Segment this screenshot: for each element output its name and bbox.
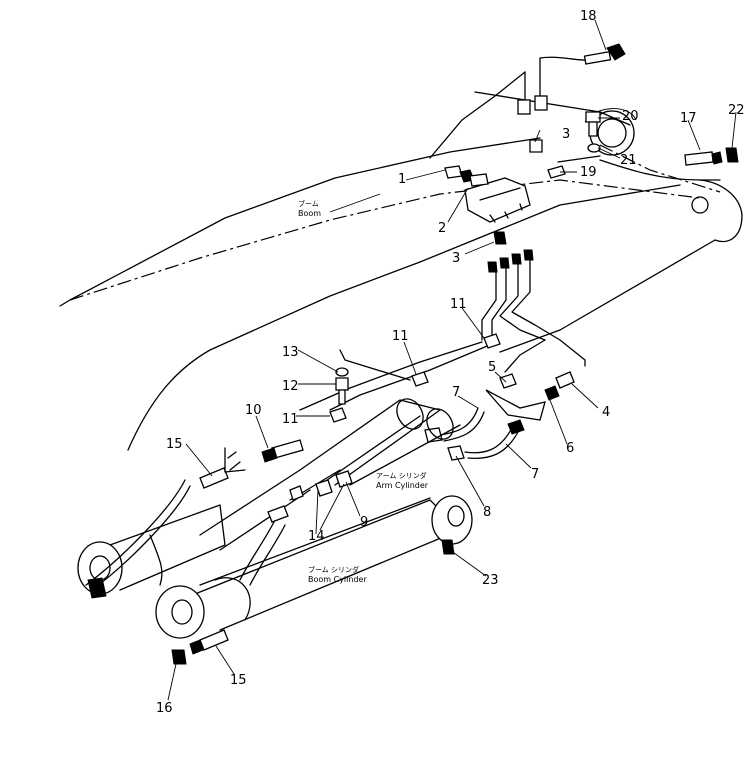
callout-19: 19: [580, 165, 597, 180]
callout-10: 10: [245, 403, 262, 418]
callout-9: 9: [360, 515, 368, 530]
svg-text:ブーム シリンダ: ブーム シリンダ: [308, 565, 359, 574]
boom-centerline-2: [599, 144, 721, 193]
callout-12: 12: [282, 379, 299, 394]
hose-bundle: [299, 249, 586, 411]
callout-11c: 11: [282, 412, 299, 427]
callout-7a: 7: [452, 385, 460, 400]
fitting-10: [261, 439, 304, 463]
boom-label: ブーム Boom: [298, 193, 381, 218]
callout-13: 13: [282, 345, 299, 360]
callout-11a: 11: [450, 297, 467, 312]
callout-numbers: 1 2 3 3 4 5 6 7 7 8 9 10 11 11 11 12 13 …: [156, 9, 745, 716]
pin-assembly-17-22: [684, 147, 739, 166]
callout-21: 21: [620, 153, 637, 168]
callout-18: 18: [580, 9, 597, 24]
fittings-4-5-6: [485, 371, 575, 421]
svg-text:アーム シリンダ: アーム シリンダ: [376, 471, 427, 480]
svg-text:Boom: Boom: [298, 209, 321, 218]
leader-lines: [167, 19, 737, 701]
callout-15a: 15: [166, 437, 183, 452]
callout-11b: 11: [392, 329, 409, 344]
lower-fittings-15-16: [171, 629, 229, 665]
svg-text:ブーム: ブーム: [298, 199, 319, 208]
bracket-assembly: [517, 43, 626, 179]
callout-23: 23: [482, 573, 499, 588]
callout-22: 22: [728, 103, 745, 118]
svg-text:Arm Cylinder: Arm Cylinder: [376, 481, 429, 490]
callout-3b: 3: [452, 251, 460, 266]
boom-centerline: [69, 179, 701, 301]
callout-2: 2: [438, 221, 446, 236]
callout-8: 8: [483, 505, 491, 520]
arm-cylinder: アーム シリンダ Arm Cylinder: [199, 398, 461, 551]
svg-text:Boom Cylinder: Boom Cylinder: [308, 575, 367, 584]
valve-block: [444, 165, 531, 245]
callout-5: 5: [488, 360, 496, 375]
boom-cylinder: ブーム シリンダ Boom Cylinder: [155, 495, 473, 639]
callout-16: 16: [156, 701, 173, 716]
callout-20: 20: [622, 109, 639, 124]
callout-3a: 3: [562, 127, 570, 142]
callout-17: 17: [680, 111, 697, 126]
callout-1: 1: [398, 172, 406, 187]
callout-7b: 7: [531, 467, 539, 482]
callout-15b: 15: [230, 673, 247, 688]
left-rod-end: [77, 447, 246, 599]
clamps: [329, 333, 501, 423]
boom-outline: [59, 71, 743, 451]
callout-4: 4: [602, 405, 610, 420]
callout-6: 6: [566, 441, 574, 456]
callout-14: 14: [308, 529, 325, 544]
